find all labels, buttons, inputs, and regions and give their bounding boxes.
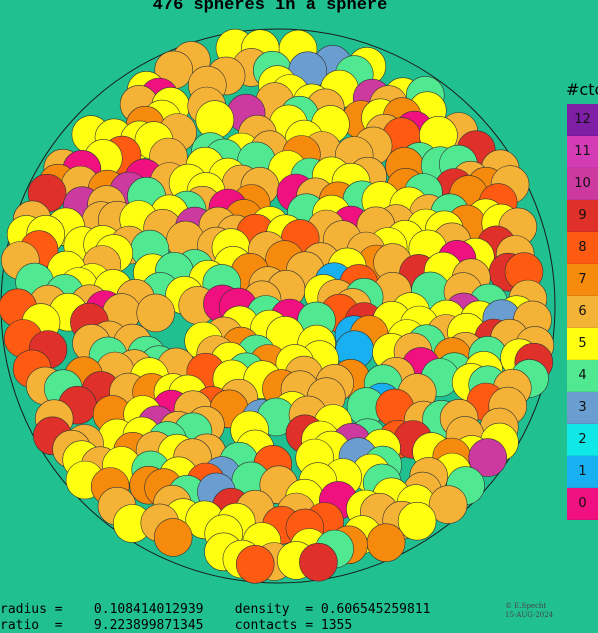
legend-item-2: 2 [567,424,598,456]
legend-item-0: 0 [567,488,598,520]
spheres-group [0,28,555,584]
legend-item-7: 7 [567,264,598,296]
sphere [136,293,175,333]
stats-radius-density: radius = 0.108414012939 density = 0.6065… [0,602,431,617]
legend-item-10: 10 [567,168,598,200]
credit: © E.Specht 15-AUG-2024 [505,602,553,620]
legend-item-6: 6 [567,296,598,328]
sphere [468,438,508,477]
credit-date: 15-AUG-2024 [505,611,554,619]
legend-item-1: 1 [567,456,598,488]
legend-item-11: 11 [567,136,598,168]
page-title: 476 spheres in a sphere [152,0,388,15]
stats-ratio-contacts: ratio = 9.223899871345 contacts = 1355 [0,618,353,633]
credit-author: © E.Specht [505,602,547,610]
legend-item-9: 9 [567,200,598,232]
legend-title: #ctc [566,80,598,99]
legend-item-3: 3 [567,392,598,424]
legend-item-4: 4 [567,360,598,392]
sphere [428,485,468,524]
sphere [235,544,275,584]
sphere [299,542,338,582]
sphere [153,518,193,557]
legend-item-12: 12 [567,104,598,136]
legend-item-5: 5 [567,328,598,360]
sphere [366,523,406,563]
legend-item-8: 8 [567,232,598,264]
sphere [397,501,437,541]
